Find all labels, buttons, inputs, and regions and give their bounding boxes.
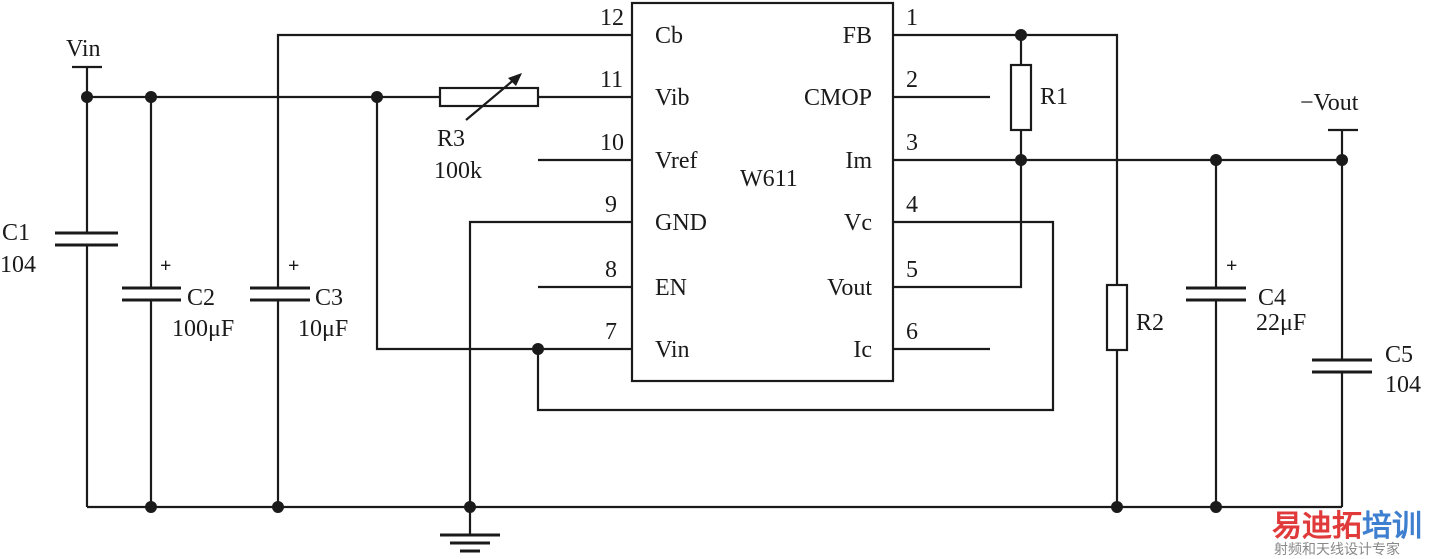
pin-number: 12	[600, 5, 624, 31]
capacitor-c2: + C2 100μF	[122, 255, 234, 342]
c2-value: 100μF	[172, 316, 234, 342]
c3-value: 10μF	[298, 316, 348, 342]
capacitor-c4: + C4 22μF	[1186, 255, 1306, 336]
pin-number: 1	[906, 5, 918, 31]
pin-number: 5	[906, 257, 918, 283]
pin-number: 7	[605, 319, 617, 345]
ic-name: W611	[740, 166, 798, 192]
c3-label: C3	[315, 285, 343, 311]
pin-label: EN	[655, 275, 687, 301]
capacitor-c3: + C3 10μF	[250, 255, 348, 342]
plus-sign: +	[288, 255, 299, 277]
junction-dots	[81, 29, 1348, 513]
pin-number: 10	[600, 130, 624, 156]
pin-label: FB	[843, 23, 872, 49]
pin-label: Cb	[655, 23, 683, 49]
capacitor-c5: C5 104	[1312, 342, 1421, 398]
pin-label: CMOP	[804, 85, 872, 111]
variable-resistor-r3: R3 100k	[434, 73, 540, 184]
pin-number: 6	[906, 319, 918, 345]
pin-label: Im	[845, 148, 872, 174]
ground-symbol	[440, 533, 500, 553]
r2-label: R2	[1136, 310, 1164, 336]
c4-label: C4	[1258, 285, 1286, 311]
c1-label: C1	[2, 220, 30, 246]
pin-label: Vib	[655, 85, 690, 111]
pin-label: Vout	[827, 275, 872, 301]
pin-number: 8	[605, 257, 617, 283]
ic-body	[630, 1, 895, 383]
pin-label: Ic	[853, 337, 872, 363]
vout-terminal-label: −Vout	[1300, 90, 1359, 116]
c5-value: 104	[1385, 372, 1421, 398]
pin-label: GND	[655, 210, 707, 236]
pin-label: Vc	[844, 210, 872, 236]
watermark-brand-red: 易迪拓	[1272, 509, 1362, 544]
c1-value: 104	[0, 252, 36, 278]
pin-number: 4	[906, 192, 918, 218]
pin-label: Vref	[655, 148, 698, 174]
plus-sign: +	[160, 255, 171, 277]
resistor-r1: R1	[1009, 63, 1068, 132]
pin-number: 3	[906, 130, 918, 156]
pin-label: Vin	[655, 337, 690, 363]
ic-right-pins: 1 FB 2 CMOP 3 Im 4 Vc 5 Vout 6 Ic	[804, 5, 918, 363]
capacitor-c1: C1 104	[0, 220, 118, 278]
c5-label: C5	[1385, 342, 1413, 368]
watermark-tagline: 射频和天线设计专家	[1274, 541, 1400, 558]
c2-label: C2	[187, 285, 215, 311]
r3-label: R3	[437, 126, 465, 152]
r3-value: 100k	[434, 158, 482, 184]
watermark-logo: 易迪拓 培训 射频和天线设计专家	[1272, 509, 1422, 558]
c4-value: 22μF	[1256, 310, 1306, 336]
watermark-brand-blue: 培训	[1362, 509, 1422, 544]
pin-number: 2	[906, 67, 918, 93]
resistor-r2: R2	[1105, 283, 1164, 352]
ic-left-pins: 12 Cb 11 Vib 10 Vref 9 GND 8 EN 7 Vin	[600, 5, 707, 363]
wires	[72, 33, 1358, 535]
vin-terminal-label: Vin	[66, 36, 101, 62]
r1-label: R1	[1040, 84, 1068, 110]
pin-number: 9	[605, 192, 617, 218]
plus-sign: +	[1226, 255, 1237, 277]
pin-number: 11	[600, 67, 623, 93]
